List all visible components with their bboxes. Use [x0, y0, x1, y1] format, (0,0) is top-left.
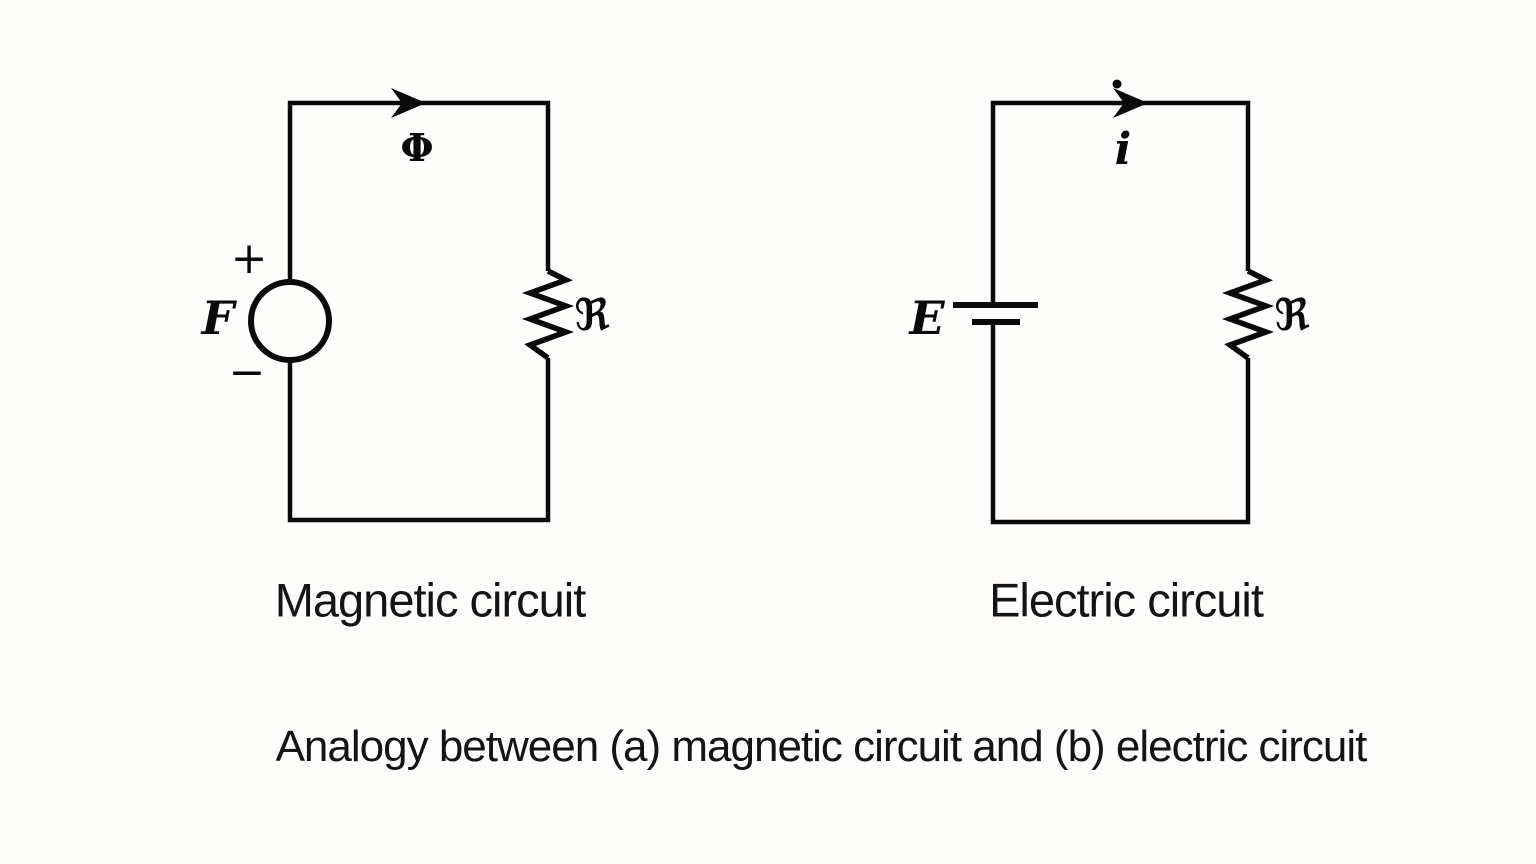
electric-circuit-caption: Electric circuit	[989, 573, 1264, 627]
emf-source-label: E	[909, 291, 945, 345]
flux-label: Φ	[400, 125, 434, 170]
magnetic-loop-lower-wire	[287, 358, 551, 523]
magnetic-circuit-caption: Magnetic circuit	[274, 573, 586, 627]
figure-main-caption: Analogy between (a) magnetic circuit and…	[275, 722, 1368, 771]
current-dot-mark	[1112, 79, 1122, 89]
source-plus-sign: +	[230, 233, 268, 284]
current-label: i	[1114, 124, 1132, 175]
resistance-label: ℜ	[1274, 290, 1310, 341]
electric-loop-lower-wire	[990, 324, 1251, 525]
current-direction-arrow-icon	[1113, 88, 1148, 118]
mmf-source-label: F	[201, 291, 235, 345]
resistance-resistor-symbol	[1221, 268, 1275, 361]
magnetic-circuit-drawing	[248, 88, 575, 523]
electric-circuit-drawing	[953, 79, 1275, 525]
reluctance-label: ℜ	[574, 290, 610, 341]
source-minus-sign: −	[228, 347, 266, 398]
reluctance-resistor-symbol	[521, 268, 575, 361]
flux-direction-arrow-icon	[391, 88, 426, 118]
mmf-source-circle	[248, 279, 332, 363]
electric-loop-upper-wire	[990, 100, 1251, 303]
